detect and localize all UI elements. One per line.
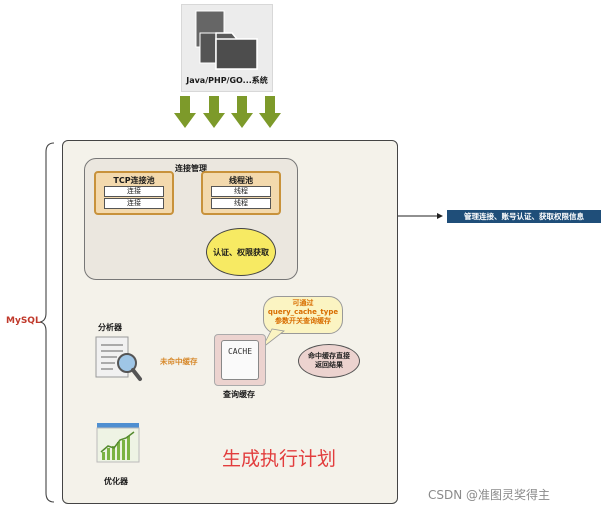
side-note-label: 管理连接、账号认证、获取权限信息 <box>464 212 584 221</box>
cache-tooltip-text: 可通过 query_cache_type 参数开关查询缓存 <box>267 299 339 325</box>
cache-box: CACHE <box>214 334 266 386</box>
tcp-pool-box: TCP连接池 连接 连接 <box>94 171 174 215</box>
side-note-box: 管理连接、账号认证、获取权限信息 <box>447 210 601 223</box>
cache-box-label: CACHE <box>227 347 253 356</box>
tcp-pool-title: TCP连接池 <box>113 176 155 185</box>
cache-hit-label: 命中缓存直接 返回结果 <box>308 352 350 369</box>
cache-hit-ellipse: 命中缓存直接 返回结果 <box>298 344 360 378</box>
cache-miss-label: 未命中缓存 <box>160 357 198 366</box>
folder-stack-icon <box>195 10 258 70</box>
client-icon-box: Java/PHP/GO...系统 <box>181 4 273 92</box>
client-label: Java/PHP/GO...系统 <box>186 76 268 85</box>
green-arrow-4 <box>259 96 281 128</box>
green-arrow-3 <box>231 96 253 128</box>
green-arrows <box>174 96 281 128</box>
cache-tooltip-bubble: 可通过 query_cache_type 参数开关查询缓存 <box>263 296 343 334</box>
tcp-pool-item: 连接 <box>104 198 164 209</box>
document-magnifier-icon <box>95 336 142 381</box>
watermark: CSDN @准图灵奖得主 <box>428 488 551 502</box>
green-arrow-2 <box>203 96 225 128</box>
optimizer-label: 优化器 <box>104 477 128 486</box>
annotation-text: 生成执行计划 <box>222 448 337 470</box>
thread-pool-item: 线程 <box>211 186 271 197</box>
chart-monitor-icon <box>96 423 140 463</box>
cache-caption: 查询缓存 <box>223 390 255 399</box>
tcp-pool-item: 连接 <box>104 186 164 197</box>
thread-pool-title: 线程池 <box>229 176 253 185</box>
green-arrow-1 <box>174 96 196 128</box>
connection-management-title: 连接管理 <box>175 164 207 173</box>
analyzer-label: 分析器 <box>98 323 122 332</box>
cache-inner: CACHE <box>221 340 259 380</box>
thread-pool-box: 线程池 线程 线程 <box>201 171 281 215</box>
auth-label: 认证、权限获取 <box>213 247 269 257</box>
mysql-label: MySQL <box>6 316 41 326</box>
thread-pool-item: 线程 <box>211 198 271 209</box>
mysql-brace <box>39 142 55 503</box>
auth-ellipse: 认证、权限获取 <box>206 228 276 276</box>
